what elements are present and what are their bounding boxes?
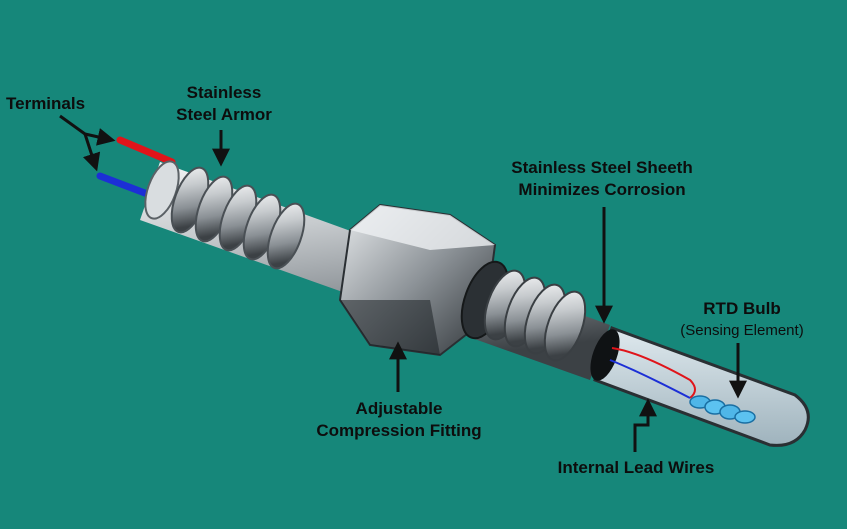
fitting-label-line1: Adjustable [294,398,504,420]
rtd-bulb-label: RTD Bulb (Sensing Element) [662,298,822,342]
stainless-sheath [584,326,808,446]
fitting-label: Adjustable Compression Fitting [294,398,504,442]
rtd-bulb-label-line1: RTD Bulb [662,298,822,320]
sheath-label: Stainless Steel Sheeth Minimizes Corrosi… [482,157,722,201]
armor-label: Stainless Steel Armor [168,82,280,126]
rtd-bulb-label-line2: (Sensing Element) [662,320,822,342]
fitting-label-line2: Compression Fitting [294,420,504,442]
lead-wires-label: Internal Lead Wires [540,457,732,479]
armor-label-line2: Steel Armor [168,104,280,126]
armor-label-line1: Stainless [168,82,280,104]
sheath-label-line1: Stainless Steel Sheeth [482,157,722,179]
terminals-label: Terminals [6,93,85,115]
red-terminal-wire [120,140,172,162]
sheath-label-line2: Minimizes Corrosion [482,179,722,201]
